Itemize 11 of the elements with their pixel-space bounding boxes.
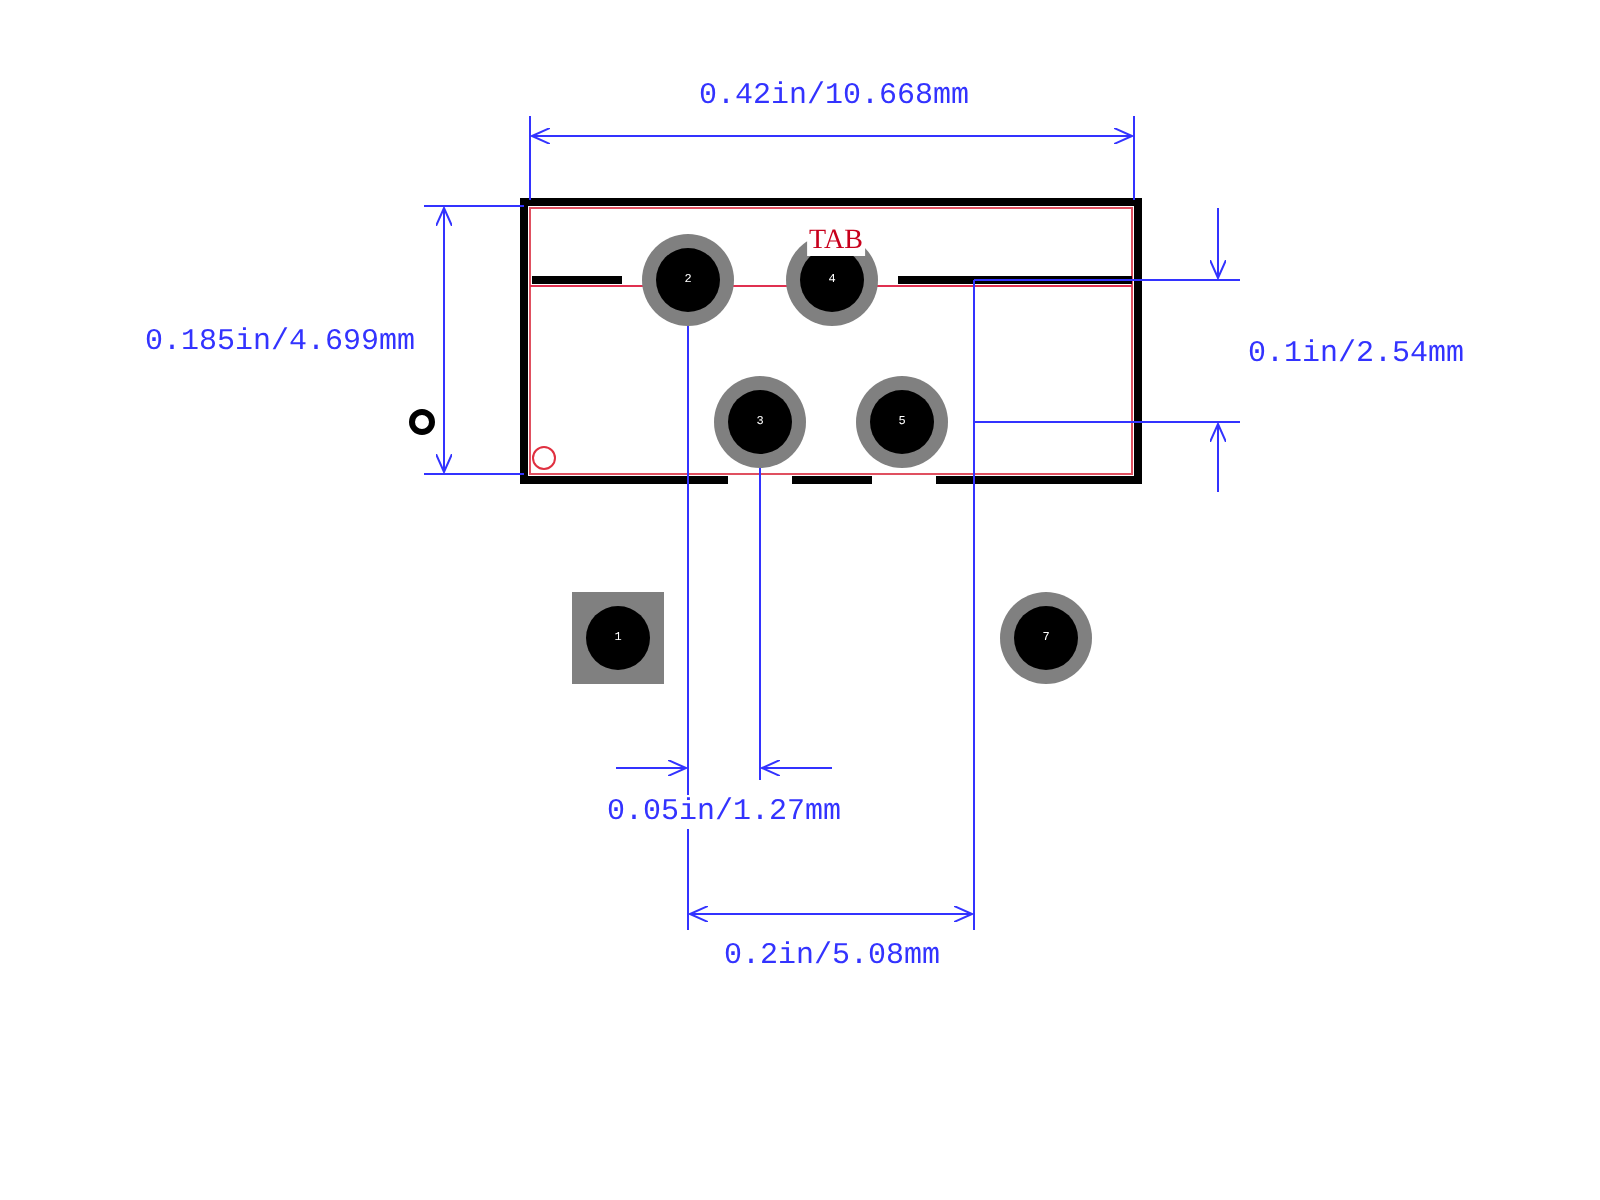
dimension-label: 0.05in/1.27mm	[606, 795, 842, 829]
pad	[642, 234, 734, 326]
dimension-label: 0.185in/4.699mm	[144, 327, 416, 357]
dimension-label: 0.2in/5.08mm	[723, 941, 941, 971]
dimension-label: 0.42in/10.668mm	[698, 81, 970, 111]
pad	[572, 592, 664, 684]
pad	[1000, 592, 1092, 684]
pad	[714, 376, 806, 468]
dimension-label: TAB	[807, 228, 865, 256]
dimension-label: 0.1in/2.54mm	[1247, 339, 1465, 369]
pad	[856, 376, 948, 468]
